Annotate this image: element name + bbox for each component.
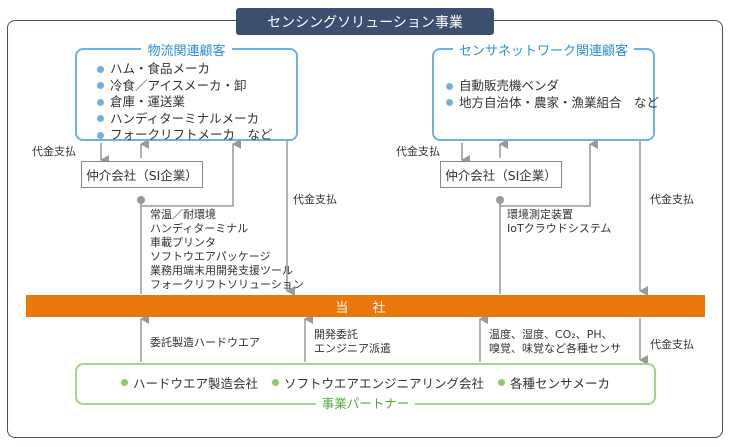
broker-left-box: 仲介会社（SI企業） xyxy=(81,161,203,188)
bullet-icon xyxy=(120,378,128,386)
bullet-icon xyxy=(498,378,505,386)
junction-right xyxy=(496,196,504,204)
partners-box: ハードウエア製造会社 ソフトウエアエンジニアリング会社 各種センサメーカ 事業パ… xyxy=(75,363,656,411)
junction-left xyxy=(137,196,145,204)
payment-label-left-company: 代金支払 xyxy=(293,193,337,206)
payment-label-right-broker: 代金支払 xyxy=(396,145,440,158)
list-item: 各種センサメーカ xyxy=(498,373,610,392)
partners-title: 事業パートナー xyxy=(315,396,416,411)
contract-hardware-label: 委託製造ハードウエア xyxy=(150,336,260,349)
sensor-network-customers-box: センサネットワーク関連顧客 自動販売機ベンダ 地方自治体・農家・漁業組合 など xyxy=(432,44,659,141)
sensor-network-customers-title: センサネットワーク関連顧客 xyxy=(452,44,634,59)
bullet-icon xyxy=(446,82,453,90)
list-item: ハンディターミナルメーカ xyxy=(97,111,296,128)
dev-consign-label: 開発委託 エンジニア派遣 xyxy=(314,328,391,355)
sensor-network-customers-list: 自動販売機ベンダ 地方自治体・農家・漁業組合 など xyxy=(434,50,659,112)
payment-label-right-company: 代金支払 xyxy=(650,193,694,206)
bullet-icon xyxy=(97,131,104,139)
logistics-customers-list: ハム・食品メーカ 冷食／アイスメーカ・卸 倉庫・運送業 ハンディターミナルメーカ… xyxy=(77,50,296,144)
payment-label-partner: 代金支払 xyxy=(650,338,694,351)
list-item: 冷食／アイスメーカ・卸 xyxy=(97,78,296,95)
products-left-list: 常温／耐環境 ハンディターミナル 車載プリンタ ソフトウエアパッケージ 業務用端… xyxy=(150,208,304,291)
bullet-icon xyxy=(97,82,104,90)
partners-list: ハードウエア製造会社 ソフトウエアエンジニアリング会社 各種センサメーカ xyxy=(77,365,654,403)
list-item: 倉庫・運送業 xyxy=(97,94,296,111)
payment-label-left-broker: 代金支払 xyxy=(32,145,76,158)
bullet-icon xyxy=(446,99,453,107)
list-item: ソフトウエアエンジニアリング会社 xyxy=(271,373,484,392)
list-item: ハム・食品メーカ xyxy=(97,61,296,78)
broker-right-box: 仲介会社（SI企業） xyxy=(440,161,562,188)
logistics-customers-box: 物流関連顧客 ハム・食品メーカ 冷食／アイスメーカ・卸 倉庫・運送業 ハンディタ… xyxy=(75,44,298,144)
list-item: フォークリフトメーカ など xyxy=(97,127,296,144)
bullet-icon xyxy=(271,378,279,386)
bullet-icon xyxy=(97,98,104,106)
list-item: 自動販売機ベンダ xyxy=(446,78,653,95)
sensor-types-label: 温度、湿度、CO₂、PH、 嗅覚、味覚など各種センサ xyxy=(489,328,621,355)
diagram-title: センシングソリューション事業 xyxy=(236,8,494,35)
list-item: ハードウエア製造会社 xyxy=(120,373,258,392)
bullet-icon xyxy=(97,115,104,123)
list-item: 地方自治体・農家・漁業組合 など xyxy=(446,95,659,112)
bullet-icon xyxy=(97,65,104,73)
logistics-customers-title: 物流関連顧客 xyxy=(141,44,232,59)
company-bar: 当 社 xyxy=(26,295,705,317)
products-right-list: 環境測定装置 IoTクラウドシステム xyxy=(507,208,612,235)
